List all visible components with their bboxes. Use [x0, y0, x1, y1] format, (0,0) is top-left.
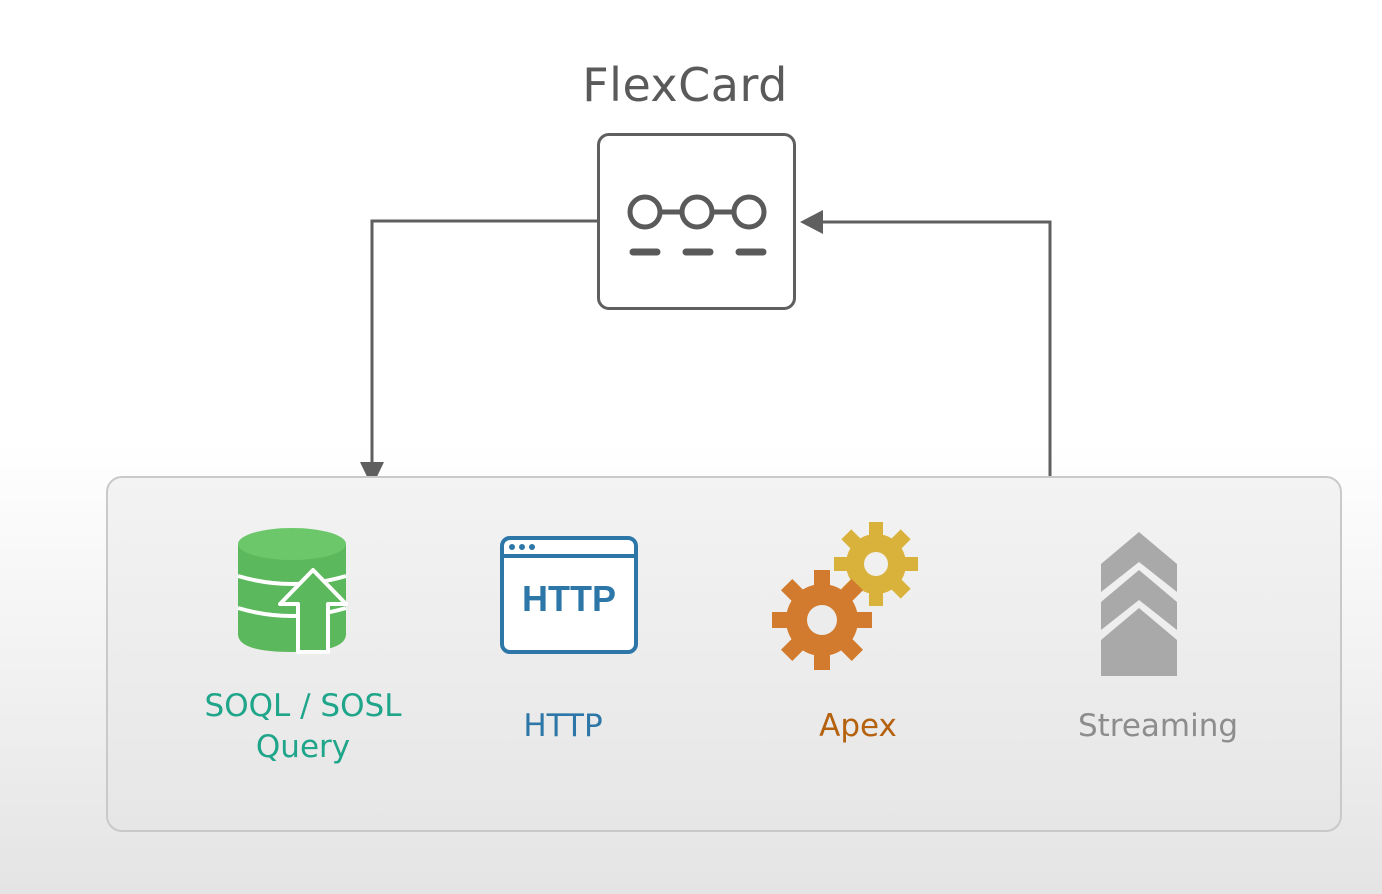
flexcard-icon	[627, 194, 767, 256]
gears-icon	[772, 522, 918, 670]
arrow-to-query	[370, 219, 597, 470]
soql-sosl-label-line2: Query	[255, 729, 351, 765]
arrow-from-streaming	[815, 220, 1052, 476]
soql-sosl-query-label: SOQL / SOSL Query	[168, 686, 438, 768]
http-label: HTTP	[523, 708, 603, 744]
flexcard-node	[597, 133, 796, 310]
arrow-head-left	[800, 210, 823, 234]
browser-icon-text: HTTP	[522, 578, 616, 619]
arrow-head-down	[360, 462, 384, 487]
database-upload-icon	[237, 528, 348, 654]
soql-sosl-label-line1: SOQL / SOSL	[204, 688, 402, 724]
flexcard-title: FlexCard	[582, 58, 788, 112]
browser-window-icon: HTTP	[500, 536, 638, 654]
apex-label: Apex	[819, 708, 897, 744]
stacked-chevrons-up-icon	[1101, 532, 1177, 676]
streaming-label: Streaming	[1077, 708, 1239, 744]
